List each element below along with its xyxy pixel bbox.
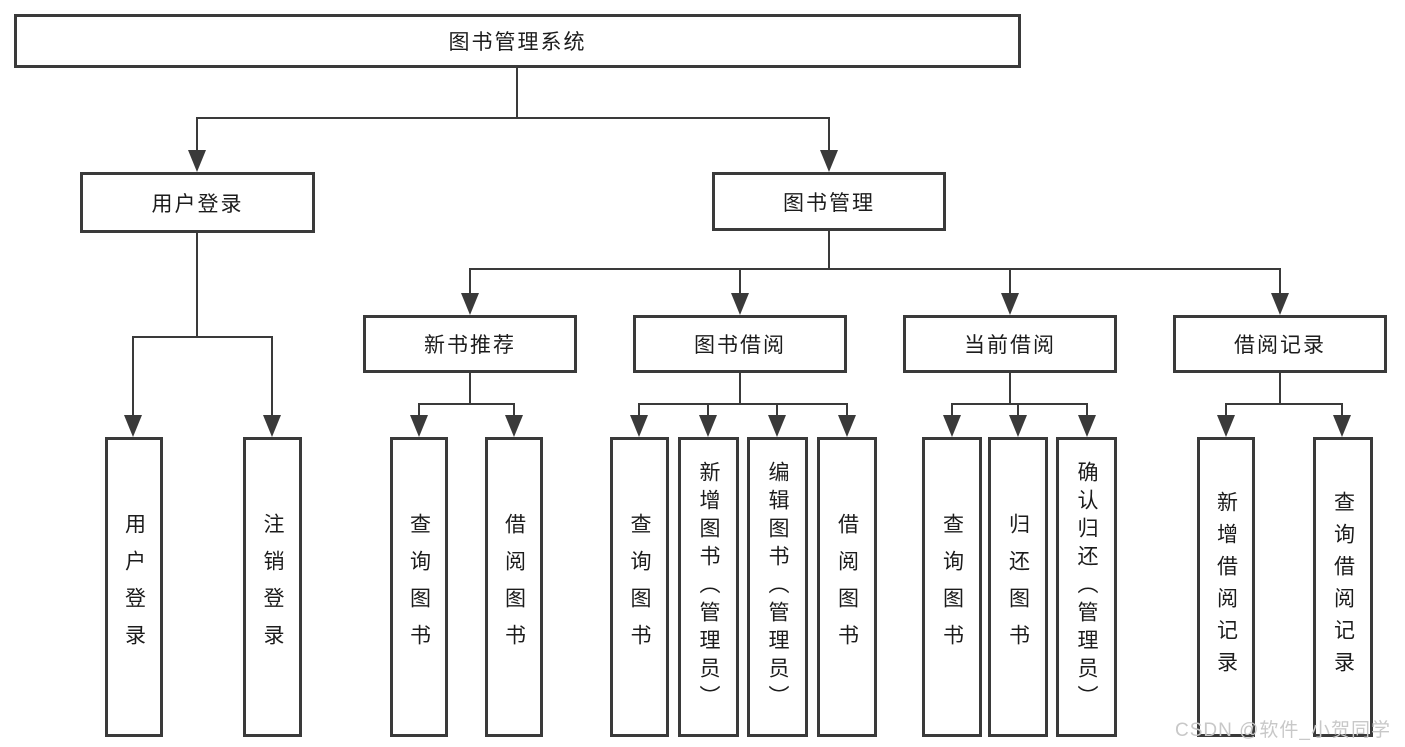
connector-line (1225, 403, 1227, 417)
arrow-down-icon (768, 415, 786, 437)
leaf-borrow-add-books-admin-label: 新增图书（管理员） (697, 461, 720, 713)
node-book-borrow-label: 图书借阅 (694, 334, 786, 357)
leaf-borrow-add-books-admin: 新增图书（管理员） (678, 437, 739, 737)
leaf-borrow-edit-books-admin-label: 编辑图书（管理员） (766, 461, 789, 713)
connector-line (846, 403, 848, 417)
node-current-borrow-label: 当前借阅 (964, 334, 1056, 357)
leaf-records-add-record-label: 新增借阅记录 (1214, 491, 1238, 683)
node-book-management: 图书管理 (712, 172, 946, 231)
node-user-login: 用户登录 (80, 172, 315, 233)
csdn-watermark: CSDN @软件_小贺同学 (1175, 720, 1391, 741)
node-new-book-recommend: 新书推荐 (363, 315, 577, 373)
leaf-current-query-books-label: 查询图书 (940, 513, 964, 661)
leaf-newbooks-borrow-books-label: 借阅图书 (502, 513, 526, 661)
node-book-borrow: 图书借阅 (633, 315, 847, 373)
connector-line (776, 403, 778, 417)
arrow-down-icon (820, 150, 838, 172)
node-root-label: 图书管理系统 (448, 31, 587, 54)
connector-line (828, 231, 830, 268)
connector-line (418, 403, 515, 405)
arrow-down-icon (263, 415, 281, 437)
leaf-current-return-books: 归还图书 (988, 437, 1048, 737)
connector-line (196, 233, 198, 336)
connector-line (1017, 403, 1019, 417)
arrow-down-icon (1001, 293, 1019, 315)
arrow-down-icon (1217, 415, 1235, 437)
connector-line (1341, 403, 1343, 417)
leaf-records-query-record-label: 查询借阅记录 (1331, 491, 1355, 683)
leaf-current-query-books: 查询图书 (922, 437, 982, 737)
connector-line (418, 403, 420, 417)
arrow-down-icon (505, 415, 523, 437)
leaf-current-confirm-return-admin: 确认归还（管理员） (1056, 437, 1117, 737)
connector-line (707, 403, 709, 417)
node-new-book-recommend-label: 新书推荐 (424, 334, 516, 357)
connector-line (638, 403, 848, 405)
connector-line (469, 372, 471, 403)
arrow-down-icon (188, 150, 206, 172)
connector-line (196, 117, 198, 151)
arrow-down-icon (838, 415, 856, 437)
connector-line (1009, 268, 1011, 295)
leaf-borrow-query-books-label: 查询图书 (628, 513, 651, 661)
leaf-borrow-edit-books-admin: 编辑图书（管理员） (747, 437, 808, 737)
arrow-down-icon (731, 293, 749, 315)
connector-line (828, 117, 830, 151)
leaf-user-login-label: 用户登录 (122, 513, 146, 661)
connector-line (638, 403, 640, 417)
arrow-down-icon (1333, 415, 1351, 437)
arrow-down-icon (699, 415, 717, 437)
arrow-down-icon (1009, 415, 1027, 437)
connector-line (271, 336, 273, 417)
connector-line (951, 403, 1088, 405)
connector-line (1086, 403, 1088, 417)
node-current-borrow: 当前借阅 (903, 315, 1117, 373)
connector-line (1279, 268, 1281, 295)
connector-line (132, 336, 273, 338)
leaf-newbooks-borrow-books: 借阅图书 (485, 437, 543, 737)
leaf-current-return-books-label: 归还图书 (1006, 513, 1030, 661)
leaf-logout-label: 注销登录 (261, 513, 284, 661)
connector-line (516, 67, 518, 117)
arrow-down-icon (461, 293, 479, 315)
leaf-newbooks-query-books-label: 查询图书 (407, 513, 431, 661)
arrow-down-icon (124, 415, 142, 437)
connector-line (1225, 403, 1343, 405)
arrow-down-icon (410, 415, 428, 437)
node-root: 图书管理系统 (14, 14, 1021, 68)
node-borrow-records: 借阅记录 (1173, 315, 1387, 373)
connector-line (1009, 372, 1011, 403)
arrow-down-icon (943, 415, 961, 437)
leaf-borrow-borrow-books-label: 借阅图书 (835, 513, 859, 661)
node-book-management-label: 图书管理 (783, 191, 875, 215)
leaf-records-query-record: 查询借阅记录 (1313, 437, 1373, 737)
connector-line (469, 268, 1281, 270)
connector-line (196, 117, 830, 119)
connector-line (951, 403, 953, 417)
leaf-current-confirm-return-admin-label: 确认归还（管理员） (1075, 461, 1098, 713)
connector-line (739, 372, 741, 403)
connector-line (1279, 372, 1281, 403)
connector-line (513, 403, 515, 417)
connector-line (132, 336, 134, 417)
arrow-down-icon (630, 415, 648, 437)
node-user-login-label: 用户登录 (151, 192, 244, 216)
arrow-down-icon (1271, 293, 1289, 315)
arrow-down-icon (1078, 415, 1096, 437)
leaf-borrow-borrow-books: 借阅图书 (817, 437, 877, 737)
leaf-records-add-record: 新增借阅记录 (1197, 437, 1255, 737)
leaf-user-login: 用户登录 (105, 437, 163, 737)
leaf-logout: 注销登录 (243, 437, 302, 737)
leaf-newbooks-query-books: 查询图书 (390, 437, 448, 737)
connector-line (739, 268, 741, 295)
node-borrow-records-label: 借阅记录 (1234, 334, 1326, 357)
connector-line (469, 268, 471, 295)
leaf-borrow-query-books: 查询图书 (610, 437, 669, 737)
